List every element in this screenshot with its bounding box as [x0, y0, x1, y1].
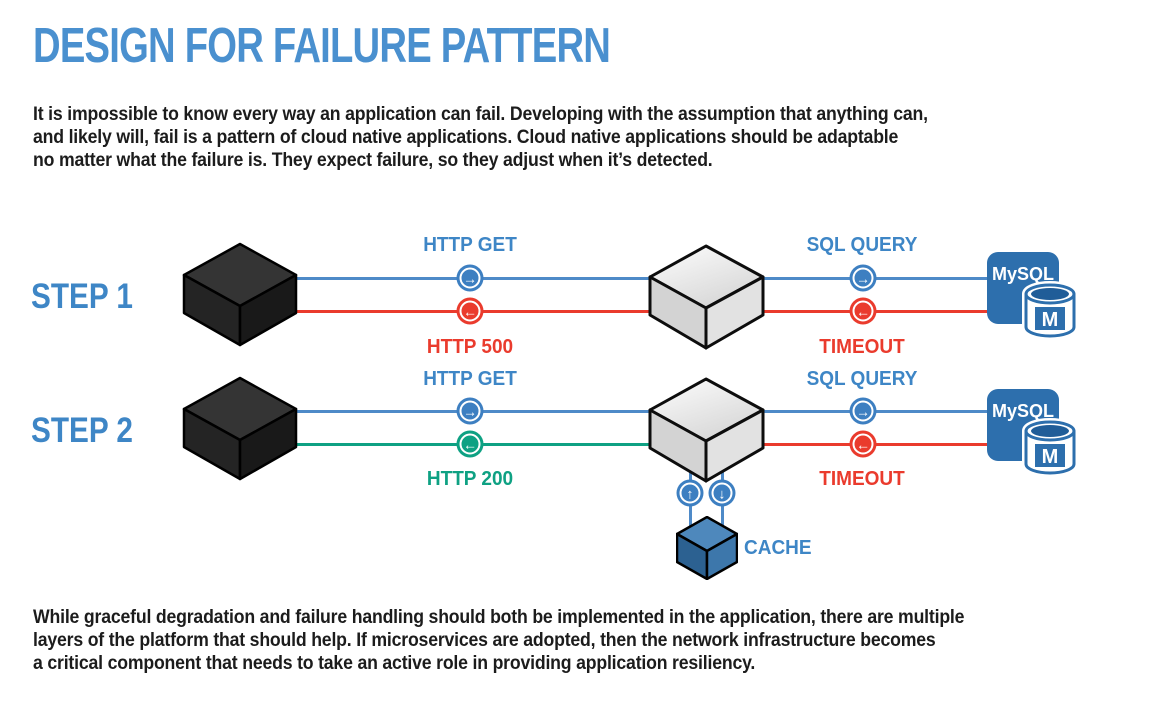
step1-sql-query-label: SQL QUERY	[806, 234, 918, 256]
step1-error-arrow-badge: ←	[456, 297, 484, 325]
step1-error-line	[293, 310, 990, 313]
mysql-db-letter: M	[1042, 446, 1059, 468]
step1-service-cube	[648, 244, 765, 350]
step1-http-500-label: HTTP 500	[426, 336, 514, 358]
mysql-wordmark: MySQL	[992, 401, 1054, 421]
step2-service-cube	[648, 377, 765, 483]
page-title: DESIGN FOR FAILURE PATTERN	[33, 19, 611, 73]
step-2-label: STEP 2	[31, 411, 133, 450]
arrow-right-icon: →	[463, 270, 477, 286]
cache-up-arrow-badge: ↑	[676, 479, 704, 507]
step2-request-arrow-badge: →	[456, 397, 484, 425]
step2-success-arrow-badge: ←	[456, 430, 484, 458]
step1-request-line	[293, 277, 990, 280]
cache-cube	[676, 516, 738, 580]
step-1-label: STEP 1	[31, 277, 133, 316]
step1-sql-arrow-badge: →	[849, 264, 877, 292]
step1-request-arrow-badge: →	[456, 264, 484, 292]
mysql-db-letter: M	[1042, 309, 1059, 331]
step2-request-line	[293, 410, 990, 413]
arrow-right-icon: →	[856, 403, 870, 419]
step2-timeout-arrow-badge: ←	[849, 430, 877, 458]
step2-sql-query-label: SQL QUERY	[806, 368, 918, 390]
arrow-left-icon: ←	[463, 303, 477, 319]
footer-paragraph: While graceful degradation and failure h…	[33, 607, 965, 674]
step1-timeout-arrow-badge: ←	[849, 297, 877, 325]
step1-http-get-label: HTTP GET	[423, 234, 517, 256]
cache-label: CACHE	[744, 537, 812, 559]
step1-timeout-label: TIMEOUT	[819, 336, 905, 358]
mysql-wordmark: MySQL	[992, 264, 1054, 284]
arrow-left-icon: ←	[463, 436, 477, 452]
arrow-right-icon: →	[856, 270, 870, 286]
arrow-left-icon: ←	[856, 436, 870, 452]
arrow-down-icon: ↓	[718, 485, 726, 501]
cache-down-arrow-badge: ↓	[708, 479, 736, 507]
step1-mysql-icon: MySQL M	[987, 252, 1078, 340]
step2-sql-arrow-badge: →	[849, 397, 877, 425]
step2-http-200-label: HTTP 200	[426, 468, 514, 490]
arrow-right-icon: →	[463, 403, 477, 419]
step2-mysql-icon: MySQL M	[987, 389, 1078, 477]
step2-timeout-label: TIMEOUT	[819, 468, 905, 490]
arrow-left-icon: ←	[856, 303, 870, 319]
step2-http-get-label: HTTP GET	[423, 368, 517, 390]
step1-client-cube	[182, 242, 298, 347]
step2-success-line	[293, 443, 710, 446]
step2-client-cube	[182, 376, 298, 481]
intro-paragraph: It is impossible to know every way an ap…	[33, 104, 928, 171]
arrow-up-icon: ↑	[686, 485, 694, 501]
